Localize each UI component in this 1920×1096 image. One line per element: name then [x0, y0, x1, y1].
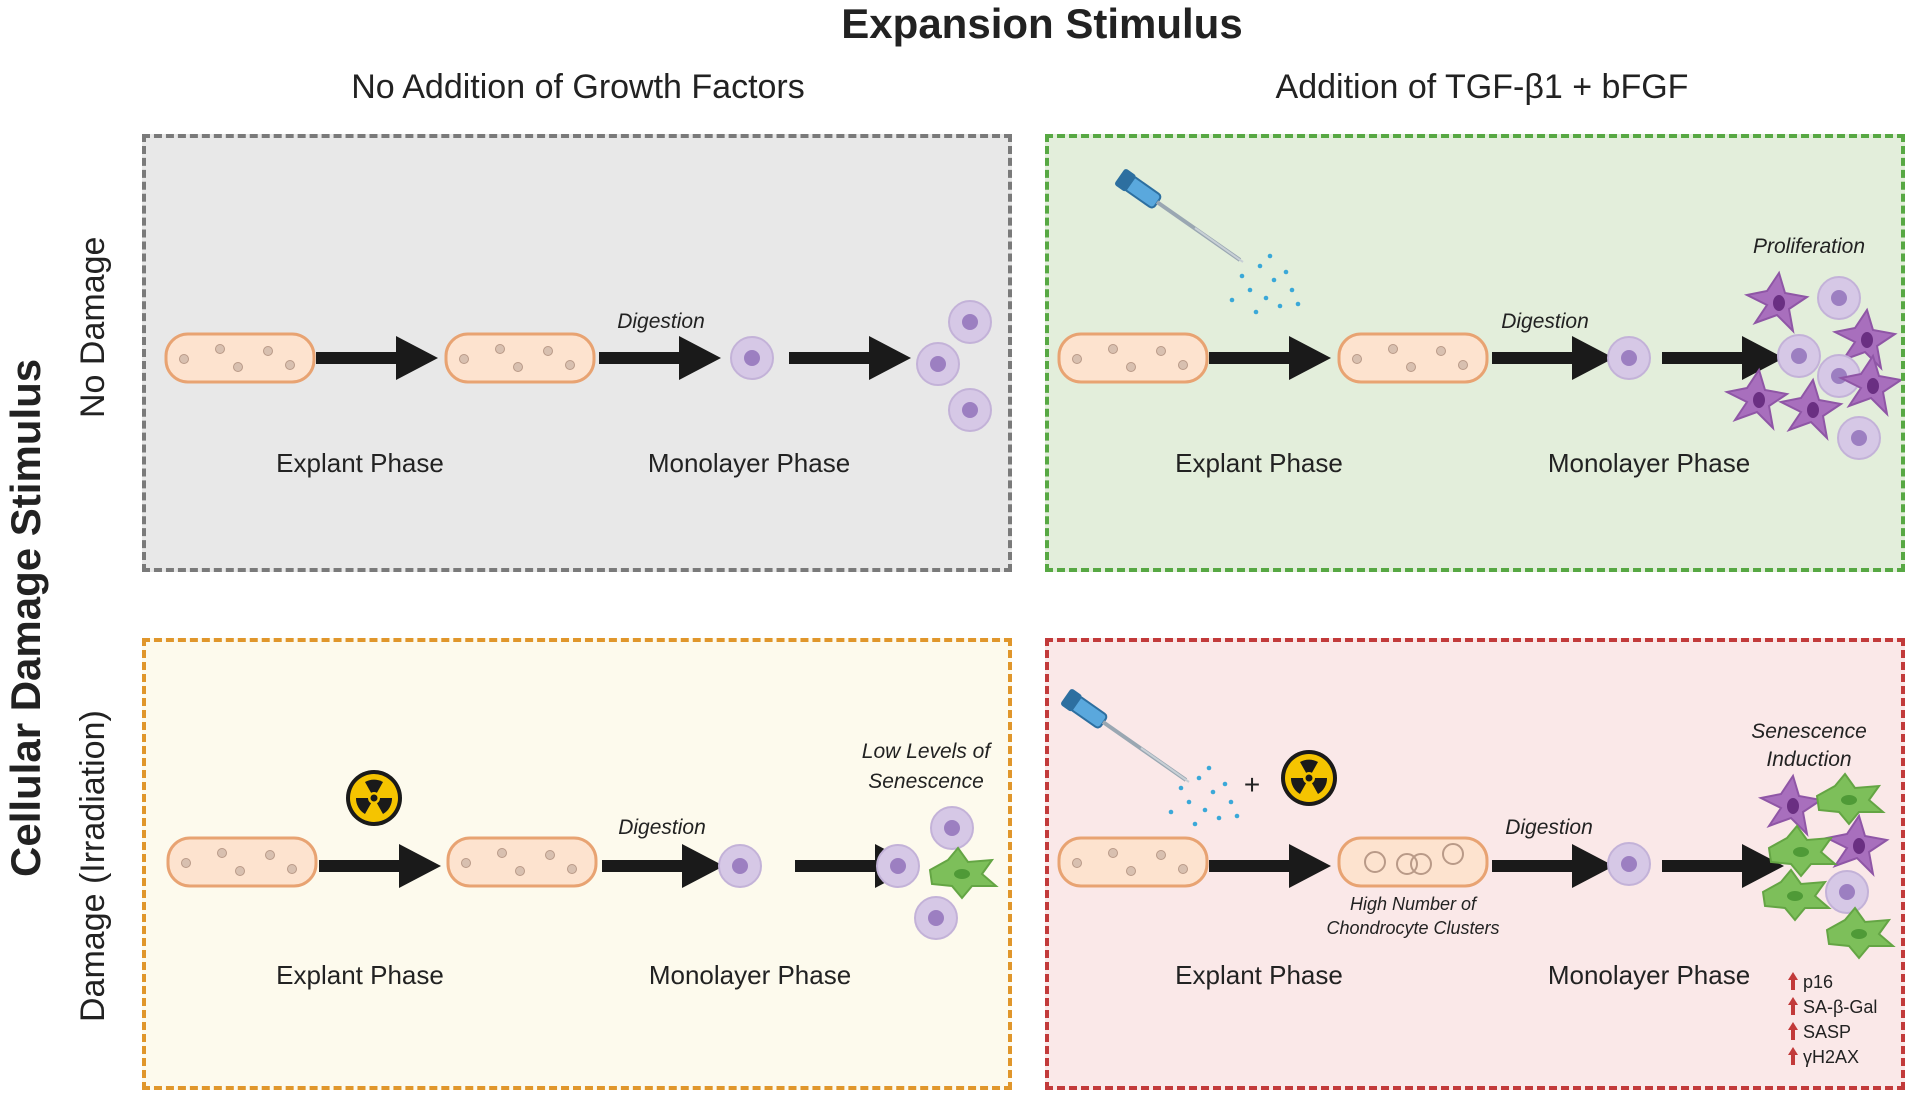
monolayer-phase-label: Monolayer Phase — [648, 448, 850, 478]
chondrocyte-cell-2 — [948, 300, 992, 344]
fibroblast-cell — [1760, 775, 1822, 835]
arrow-2 — [1492, 844, 1614, 888]
monolayer-phase-label: Monolayer Phase — [649, 960, 851, 990]
senescent-cell — [929, 847, 997, 899]
row-title-damage: Damage (Irradiation) — [74, 710, 112, 1022]
arrow-2 — [602, 844, 724, 888]
arrow-2 — [599, 336, 721, 380]
low-senescence-label-line1: Low Levels of — [862, 740, 993, 763]
cluster-1 — [1364, 851, 1386, 873]
digestion-label: Digestion — [1501, 310, 1589, 333]
cluster-label-line1: High Number of — [1350, 894, 1478, 914]
column-title-no-growth-factors: No Addition of Growth Factors — [351, 68, 805, 106]
digestion-label: Digestion — [1505, 816, 1593, 839]
explant-tissue-2 — [444, 332, 596, 384]
chondrocyte-cell — [718, 844, 762, 888]
cluster-4 — [1442, 843, 1464, 865]
up-arrow-icon — [1788, 997, 1798, 1015]
column-title-tgf-bfgf: Addition of TGF-β1 + bFGF — [1275, 68, 1689, 106]
marker-list: p16 SA-β-Gal SASP γH2AX — [1788, 972, 1877, 1067]
plus-sign: + — [1244, 769, 1260, 800]
marker-sasp: SASP — [1803, 1022, 1851, 1042]
explant-tissue-2 — [446, 836, 598, 888]
row-title-no-damage: No Damage — [74, 236, 112, 418]
senescent-cell-3 — [1762, 869, 1830, 921]
pipette-icon — [1057, 685, 1191, 784]
arrow-1 — [319, 844, 441, 888]
radiation-icon — [1281, 750, 1337, 806]
panel-no-damage-growth-factors: Digestion Proliferation Explant Phase Mo… — [1045, 134, 1905, 572]
explant-tissue — [166, 836, 318, 888]
chondrocyte-cell-2 — [1825, 870, 1869, 914]
panel-no-damage-no-growth-factors: Digestion Explant Phase Monolayer Phase — [142, 134, 1012, 572]
arrow-2 — [1492, 336, 1614, 380]
senescent-cell-4 — [1826, 907, 1894, 959]
chondrocyte-cell-2 — [1817, 276, 1861, 320]
panel-damage-no-growth-factors: Digestion Low Levels of Senescence Expla… — [142, 638, 1012, 1090]
radiation-icon — [346, 770, 402, 826]
monolayer-phase-label: Monolayer Phase — [1548, 960, 1750, 990]
digestion-label: Digestion — [617, 310, 705, 333]
marker-sa-beta-gal: SA-β-Gal — [1803, 997, 1877, 1017]
explant-with-clusters — [1337, 836, 1489, 888]
chondrocyte-cell-5 — [1837, 416, 1881, 460]
chondrocyte-cell-4 — [914, 896, 958, 940]
arrow-3 — [1662, 336, 1784, 380]
cluster-label-line2: Chondrocyte Clusters — [1326, 918, 1499, 938]
senescence-induction-label-line1: Senescence — [1751, 720, 1867, 743]
chondrocyte-cell-2 — [930, 806, 974, 850]
explant-tissue — [1057, 836, 1209, 888]
chondrocyte-cell — [1607, 842, 1651, 886]
fibroblast-cell-2 — [1826, 815, 1888, 875]
senescent-cell — [1816, 773, 1884, 825]
explant-phase-label: Explant Phase — [276, 448, 444, 478]
panel-damage-growth-factors: + High Number of Chondrocyte Clusters Di… — [1045, 638, 1905, 1090]
up-arrow-icon — [1788, 972, 1798, 990]
marker-p16: p16 — [1803, 972, 1833, 992]
monolayer-phase-label: Monolayer Phase — [1548, 448, 1750, 478]
explant-tissue-2 — [1337, 332, 1489, 384]
marker-gamma-h2ax: γH2AX — [1803, 1047, 1859, 1067]
arrow-1 — [316, 336, 438, 380]
side-title: Cellular Damage Stimulus — [2, 358, 49, 877]
main-title: Expansion Stimulus — [841, 0, 1243, 47]
explant-phase-label: Explant Phase — [276, 960, 444, 990]
arrow-1 — [1209, 336, 1331, 380]
chondrocyte-cell — [1607, 336, 1651, 380]
explant-phase-label: Explant Phase — [1175, 448, 1343, 478]
chondrocyte-cell-3 — [916, 342, 960, 386]
arrow-3 — [789, 336, 911, 380]
chondrocyte-cell-4 — [948, 388, 992, 432]
chondrocyte-cell-3 — [1777, 334, 1821, 378]
explant-tissue — [1057, 332, 1209, 384]
pipette-icon — [1111, 165, 1245, 264]
fibroblast-cell — [1746, 272, 1808, 332]
chondrocyte-cell — [730, 336, 774, 380]
cluster-3 — [1410, 853, 1432, 875]
up-arrow-icon — [1788, 1022, 1798, 1040]
up-arrow-icon — [1788, 1047, 1798, 1065]
senescence-induction-label-line2: Induction — [1766, 748, 1851, 771]
cluster-2 — [1396, 853, 1418, 875]
explant-tissue — [164, 332, 316, 384]
proliferation-label: Proliferation — [1753, 235, 1865, 258]
chondrocyte-cell-3 — [876, 844, 920, 888]
growth-factor-drops — [1229, 253, 1301, 315]
arrow-1 — [1209, 844, 1331, 888]
low-senescence-label-line2: Senescence — [868, 770, 984, 793]
arrow-3 — [1662, 844, 1784, 888]
explant-phase-label: Explant Phase — [1175, 960, 1343, 990]
fibroblast-cell-4 — [1726, 369, 1788, 429]
digestion-label: Digestion — [618, 816, 706, 839]
